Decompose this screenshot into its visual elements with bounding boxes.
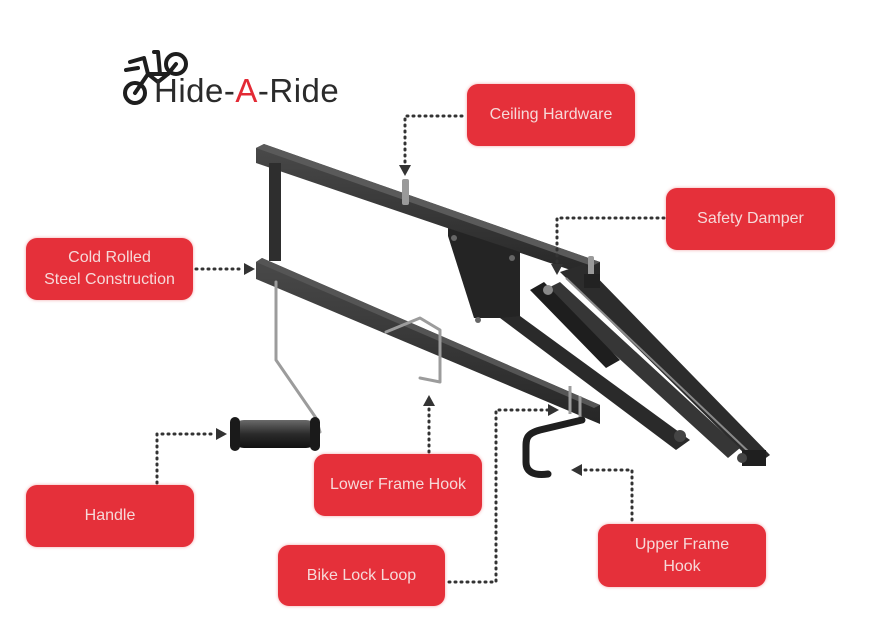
brand-name: Hide-A-Ride (154, 72, 340, 109)
label-ceiling-hardware: Ceiling Hardware (467, 84, 635, 146)
lower-frame-hook (384, 316, 442, 384)
lower-rail (256, 258, 600, 424)
leader-lines (155, 114, 666, 584)
bike-lock-loop (568, 386, 582, 420)
leader-arrowheads (216, 165, 582, 476)
label-safety-damper: Safety Damper (666, 188, 835, 250)
ceiling-bolt (402, 179, 409, 205)
lift-arms (500, 264, 770, 466)
label-bike-lock-loop: Bike Lock Loop (278, 545, 445, 606)
bicycle-icon (123, 50, 188, 105)
label-handle: Handle (26, 485, 194, 547)
upper-frame-hook (522, 416, 586, 478)
upper-rail (256, 144, 600, 280)
label-lower-frame-hook: Lower Frame Hook (314, 454, 482, 516)
mount-plate (448, 228, 520, 318)
handle-grip (232, 420, 318, 448)
brand-logo: Hide-A-Ride (118, 44, 378, 114)
safety-damper (530, 282, 620, 368)
handle-crank (274, 280, 322, 436)
vertical-post (269, 163, 281, 261)
